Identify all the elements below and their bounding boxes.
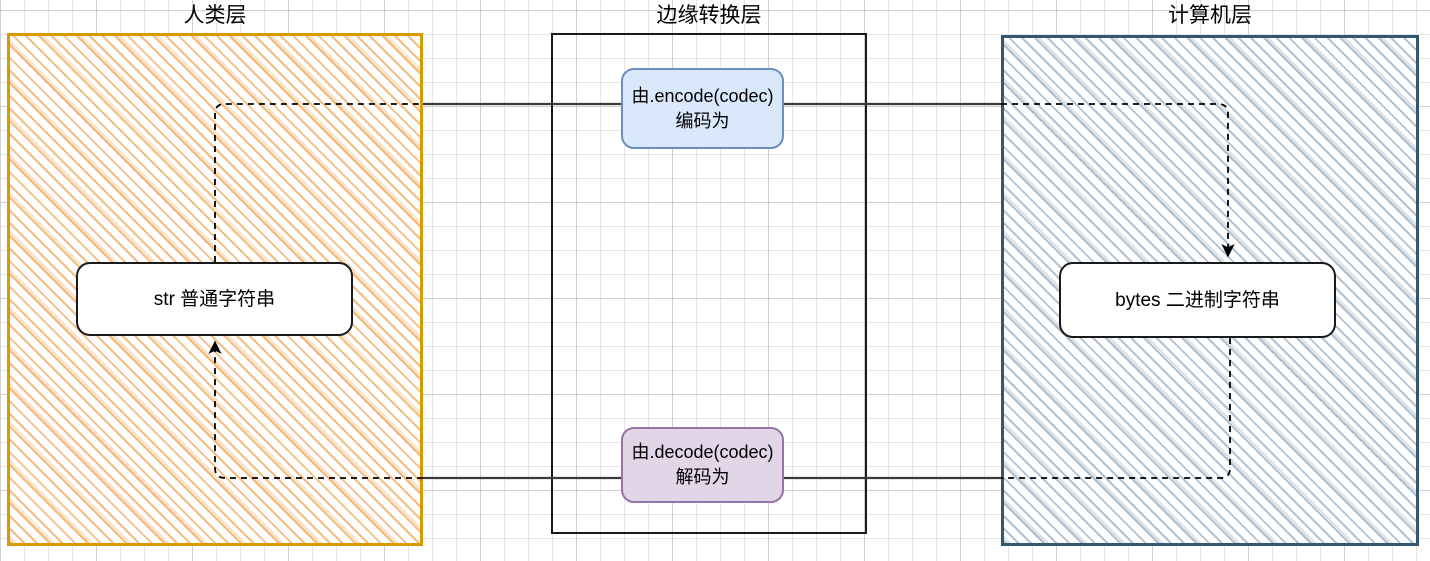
edge-layer-container bbox=[551, 33, 867, 534]
edge-layer-title: 边缘转换层 bbox=[656, 4, 762, 27]
computer-layer-title: 计算机层 bbox=[1168, 4, 1252, 27]
human-layer-title: 人类层 bbox=[183, 4, 247, 27]
str-node[interactable]: str 普通字符串 bbox=[76, 262, 353, 336]
bytes-node[interactable]: bytes 二进制字符串 bbox=[1059, 262, 1336, 338]
encode-node[interactable]: 由.encode(codec) 编码为 bbox=[621, 68, 784, 149]
decode-node[interactable]: 由.decode(codec) 解码为 bbox=[621, 427, 784, 503]
